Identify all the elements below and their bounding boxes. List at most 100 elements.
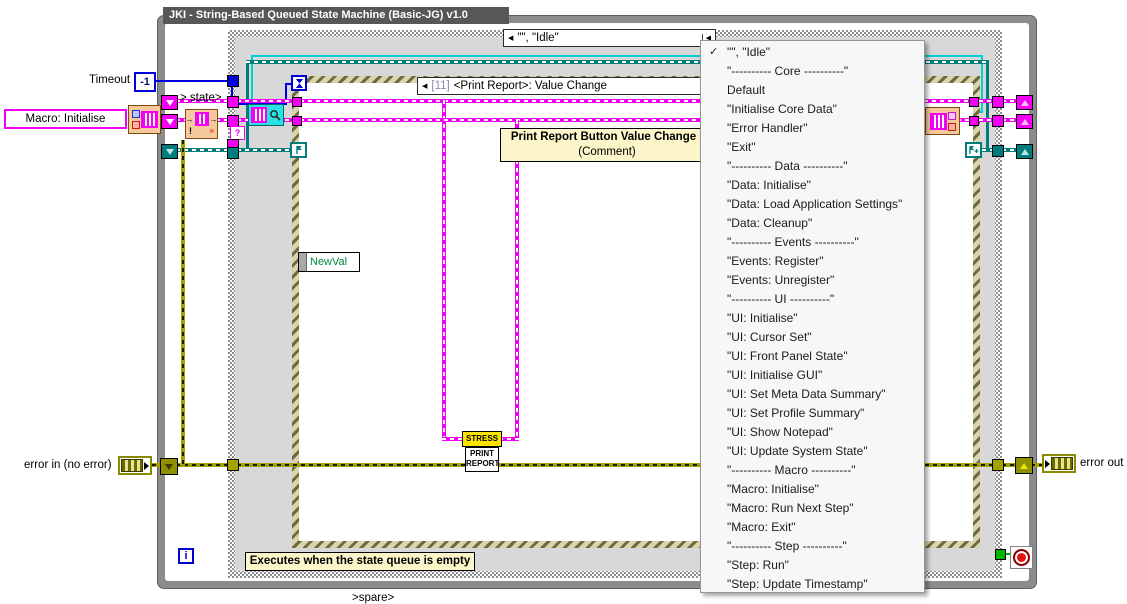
queue-refnum-wire xyxy=(251,55,983,57)
menu-item[interactable]: "UI: Initialise GUI" xyxy=(727,368,823,382)
case-selector-label[interactable]: ◀ "", "Idle" ◀ xyxy=(503,29,716,47)
menu-item[interactable]: "---------- Events ----------" xyxy=(727,235,859,249)
menu-item[interactable]: "---------- Data ----------" xyxy=(727,159,848,173)
menu-item[interactable]: "Data: Cleanup" xyxy=(727,216,813,230)
prev-case-arrow-icon[interactable]: ◀ xyxy=(508,35,514,42)
timeout-label: Timeout xyxy=(89,74,131,86)
menu-item[interactable]: "---------- Core ----------" xyxy=(727,64,849,78)
event-tunnel-string-r[interactable] xyxy=(969,116,979,126)
iteration-terminal[interactable]: i xyxy=(178,548,194,564)
vi-title: JKI - String-Based Queued State Machine … xyxy=(169,9,468,21)
error-cluster-icon xyxy=(121,459,143,472)
timeout-hourglass-icon[interactable] xyxy=(291,75,307,91)
menu-item[interactable]: "Macro: Initialise" xyxy=(727,482,819,496)
dynamic-event-terminal-plus-icon[interactable] xyxy=(965,142,982,158)
event-reg-wire xyxy=(982,148,994,152)
shift-register-events-left[interactable] xyxy=(161,144,178,159)
menu-item[interactable]: "---------- Step ----------" xyxy=(727,539,847,553)
error-out-terminal[interactable] xyxy=(1042,454,1076,473)
tunnel-stop[interactable] xyxy=(995,549,1006,560)
shift-register-state-right[interactable] xyxy=(1016,95,1033,110)
menu-item[interactable]: "---------- UI ----------" xyxy=(727,292,835,306)
state-wire-label: > state> xyxy=(180,92,222,104)
shift-register-string-left[interactable] xyxy=(161,114,178,129)
menu-item[interactable]: "Macro: Exit" xyxy=(727,520,796,534)
state-string-wire xyxy=(300,99,970,103)
preview-queue-icon[interactable] xyxy=(248,104,284,126)
shift-register-events-right[interactable] xyxy=(1016,144,1033,159)
menu-item[interactable]: "UI: Initialise" xyxy=(727,311,798,325)
menu-item[interactable]: "Step: Update Timestamp" xyxy=(727,577,868,591)
string-wire xyxy=(515,120,519,440)
stop-sign-icon xyxy=(1013,549,1030,566)
event-tunnel-state[interactable] xyxy=(292,97,302,107)
exclaim-glyph: ! xyxy=(189,126,192,136)
menu-item[interactable]: "Initialise Core Data" xyxy=(727,102,837,116)
string-wire xyxy=(499,437,519,441)
menu-item[interactable]: "Events: Register" xyxy=(727,254,824,268)
tunnel-state-right[interactable] xyxy=(992,96,1004,108)
error-wire xyxy=(152,463,162,467)
tunnel-error-left[interactable] xyxy=(227,459,239,471)
menu-item[interactable]: ✓"", "Idle" xyxy=(701,43,924,62)
error-in-terminal[interactable] xyxy=(118,456,152,475)
event-reg-wire xyxy=(237,148,291,152)
menu-item[interactable]: "Data: Initialise" xyxy=(727,178,811,192)
error-in-label: error in (no error) xyxy=(24,459,112,471)
menu-item[interactable]: "Data: Load Application Settings" xyxy=(727,197,903,211)
event-data-node-handle xyxy=(299,253,307,271)
menu-anchor-arrow-icon[interactable]: ◀ xyxy=(701,34,711,42)
idle-comment[interactable]: Executes when the state queue is empty xyxy=(245,552,475,571)
tunnel-state-left[interactable] xyxy=(227,96,239,108)
tunnel-eventreg-right[interactable] xyxy=(992,145,1004,157)
queue-glyph-icon xyxy=(251,107,267,123)
event-tunnel-string[interactable] xyxy=(292,116,302,126)
loop-condition-terminal[interactable] xyxy=(1010,546,1033,569)
error-wire xyxy=(1002,463,1016,467)
timeout-constant[interactable]: -1 xyxy=(134,72,156,92)
menu-item[interactable]: "Error Handler" xyxy=(727,121,808,135)
event-tunnel-state-r[interactable] xyxy=(969,97,979,107)
tunnel-string-right[interactable] xyxy=(992,115,1004,127)
menu-item[interactable]: "Events: Unregister" xyxy=(727,273,835,287)
event-selector-label[interactable]: ◀ [11] <Print Report>: Value Change xyxy=(417,77,702,95)
tunnel-error-right[interactable] xyxy=(992,459,1004,471)
tunnel-timeout[interactable] xyxy=(227,75,239,87)
shift-register-state-left[interactable] xyxy=(161,95,178,110)
event-reg-wire xyxy=(986,60,989,151)
queue-empty-indicator[interactable]: ? xyxy=(230,126,245,140)
macro-initialise-constant[interactable]: Macro: Initialise xyxy=(4,109,127,129)
menu-item[interactable]: "---------- Macro ----------" xyxy=(727,463,856,477)
prev-event-arrow-icon[interactable]: ◀ xyxy=(422,83,428,90)
shift-register-error-right[interactable] xyxy=(1015,457,1033,474)
menu-item[interactable]: "Step: Run" xyxy=(727,558,789,572)
arrow-icon: → xyxy=(209,114,218,124)
check-icon: ✓ xyxy=(709,46,719,58)
menu-item[interactable]: "UI: Cursor Set" xyxy=(727,330,812,344)
shift-register-string-right[interactable] xyxy=(1016,114,1033,129)
enqueue-state-icon[interactable] xyxy=(128,105,161,134)
queue-refnum-wire xyxy=(251,55,253,105)
menu-item[interactable]: "UI: Set Profile Summary" xyxy=(727,406,865,420)
parse-state-queue-icon[interactable]: → → ! » xyxy=(185,109,218,139)
event-comment[interactable]: Print Report Button Value Change ( (Comm… xyxy=(500,128,714,162)
arrow-icon: → xyxy=(185,114,194,124)
event-data-node[interactable]: NewVal xyxy=(298,252,360,272)
menu-item[interactable]: "UI: Front Panel State" xyxy=(727,349,848,363)
stop-wire xyxy=(1004,553,1013,555)
menu-item[interactable]: Default xyxy=(727,83,766,97)
timeout-wire xyxy=(285,84,287,105)
enqueue-state-right-icon[interactable] xyxy=(925,107,960,135)
state-string-wire xyxy=(176,99,227,103)
menu-item[interactable]: "Macro: Run Next Step" xyxy=(727,501,854,515)
dynamic-event-terminal-icon[interactable] xyxy=(290,142,307,158)
shift-register-error-left[interactable] xyxy=(160,458,178,475)
timeout-wire xyxy=(152,80,228,82)
tunnel-eventreg-left[interactable] xyxy=(227,147,239,159)
print-report-button-terminal[interactable]: STRESS PRINT REPORT xyxy=(462,431,502,472)
menu-item[interactable]: "Exit" xyxy=(727,140,756,154)
menu-item[interactable]: "UI: Update System State" xyxy=(727,444,868,458)
menu-item[interactable]: "UI: Set Meta Data Summary" xyxy=(727,387,886,401)
menu-item[interactable]: "UI: Show Notepad" xyxy=(727,425,833,439)
magnifier-icon xyxy=(270,110,281,121)
